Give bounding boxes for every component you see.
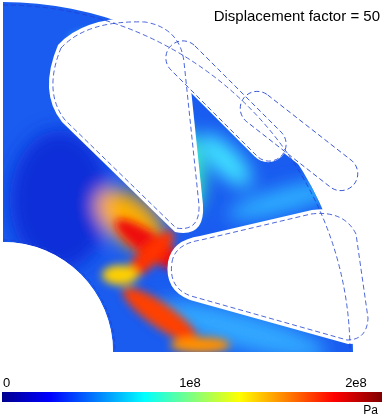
colorbar-tick: Pa (363, 404, 378, 417)
rotor-holes (0, 18, 372, 352)
colorbar-tick: 0 (3, 376, 10, 390)
hole (230, 81, 367, 200)
bore (0, 242, 113, 352)
undeformed-outline (3, 5, 368, 352)
colorbar-tick: 2e8 (345, 376, 367, 390)
plot-annotation: Displacement factor = 50 (214, 8, 380, 25)
colorbar-tick: 1e8 (179, 376, 201, 390)
rotor-section (0, 0, 386, 371)
colorbar (2, 392, 382, 402)
